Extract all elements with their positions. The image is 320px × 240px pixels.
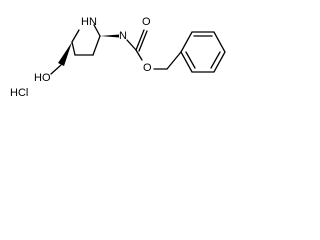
- benzene-ring: [180, 31, 226, 73]
- bond-ch2-phenyl: [166, 51, 182, 70]
- benzene-double-bond-2: [210, 51, 221, 69]
- carbonyl-oxygen-label: O: [142, 16, 151, 28]
- benzene-ring-outline: [180, 31, 226, 73]
- carbamate-n-label: N: [119, 30, 127, 42]
- bond-nh-carbonyl: [126, 39, 137, 51]
- wedge-bond-c2-nh: [100, 34, 119, 38]
- bond-c4-c5: [71, 41, 76, 56]
- hcl-salt-label: HCl: [10, 87, 28, 99]
- benzene-double-bond-3: [185, 51, 196, 69]
- bond-carbonyl-o-2: [138, 30, 148, 52]
- ester-oxygen-label: O: [143, 62, 152, 74]
- bond-n1-c5: [71, 29, 80, 43]
- bond-ch2-oh: [50, 64, 62, 75]
- bond-carbonyl-ester-o: [135, 49, 143, 61]
- bond-carbonyl-o-1: [135, 29, 145, 51]
- bond-n1-c2: [93, 24, 101, 37]
- chemical-structure: HN N O O HO HCl: [10, 16, 226, 99]
- hydroxyl-label: HO: [34, 72, 51, 84]
- bond-c2-c3: [92, 35, 101, 56]
- wedge-bond-c5-ch2: [58, 42, 72, 66]
- pyrrolidine-ring: [71, 24, 101, 56]
- ring-nh-label: HN: [81, 16, 97, 28]
